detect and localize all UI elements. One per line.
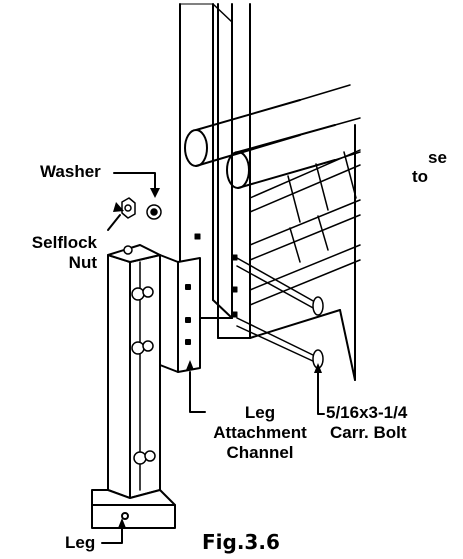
crossbar-tubes bbox=[184, 99, 336, 189]
upright-post-2 bbox=[217, 3, 251, 339]
carriage-bolt-label-line1: 5/16x3-1/4 bbox=[326, 403, 408, 422]
selflock-nut-label-line2: Nut bbox=[68, 253, 97, 272]
leg-attachment-channel-label-line2: Attachment bbox=[213, 423, 307, 442]
partial-text-line1: se bbox=[428, 148, 447, 167]
post-holes bbox=[194, 233, 238, 318]
partial-text-line2: to bbox=[412, 167, 429, 186]
carriage-bolt-label-line2: Carr. Bolt bbox=[330, 423, 407, 442]
washer bbox=[146, 204, 162, 220]
right-frame bbox=[249, 124, 356, 381]
leg bbox=[91, 244, 176, 529]
deck-grid bbox=[249, 84, 361, 306]
carriage-bolts bbox=[236, 257, 324, 369]
leader-lines bbox=[101, 172, 325, 544]
leg-attachment-channel-label-line1: Leg bbox=[244, 403, 276, 422]
leg-bolts bbox=[123, 245, 156, 465]
selflock-nut-label-line1: Selflock bbox=[31, 233, 97, 252]
washer-label: Washer bbox=[40, 162, 101, 181]
selflock-nut bbox=[121, 197, 136, 219]
leg-attachment-channel bbox=[159, 254, 201, 373]
leader-arrows bbox=[113, 188, 322, 528]
leg-label: Leg bbox=[65, 533, 96, 552]
figure-caption: Fig.3.6 bbox=[202, 530, 280, 554]
leg-attachment-channel-label-line3: Channel bbox=[226, 443, 294, 462]
